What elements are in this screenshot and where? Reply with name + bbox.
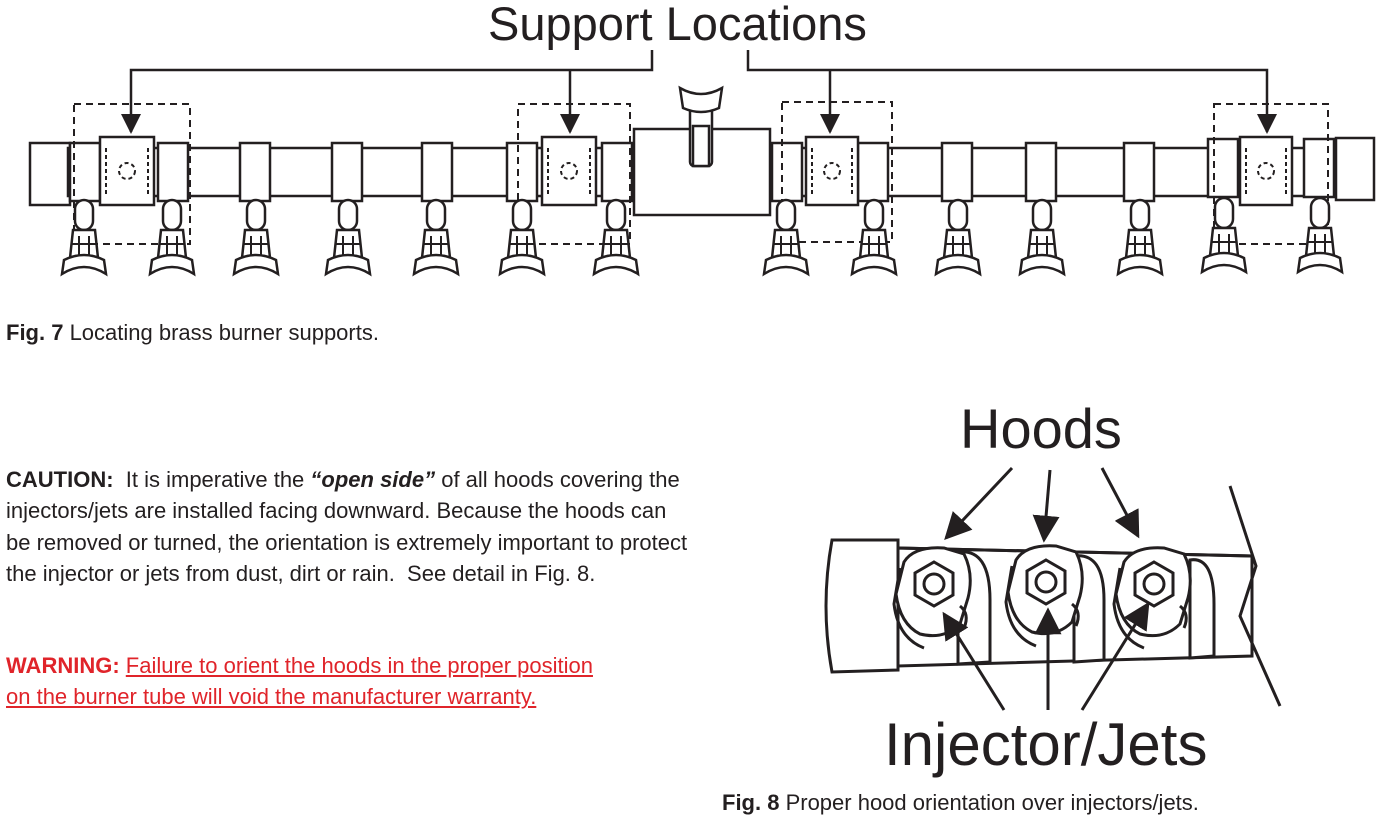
tube-end-right [1334,136,1376,202]
caution-text-1: It is imperative the [113,467,311,492]
tube-end-left [28,141,72,207]
warning-text: Failure to orient the hoods in the prope… [6,653,593,710]
warning-paragraph: WARNING: Failure to orient the hoods in … [6,650,618,713]
hoods-label: Hoods [960,397,1122,460]
burner-tube-diagram [28,50,1376,276]
fig7-caption-text: Locating brass burner supports. [63,320,379,345]
fig8-caption-label: Fig. 8 [722,790,780,815]
caution-emphasis: “open side” [310,467,436,492]
support-location-boxes [73,101,1329,245]
support-locations-label: Support Locations [488,0,867,50]
fig7-caption: Fig. 7 Locating brass burner supports. [6,320,379,346]
caution-text-2: of all hoods covering the injectors/jets… [6,467,694,586]
fig7-caption-label: Fig. 7 [6,320,64,345]
support-leader-lines [121,50,1277,134]
fig8-hoods [892,544,1192,650]
fig8-caption-text: Proper hood orientation over injectors/j… [779,790,1199,815]
caution-lead: CAUTION: [6,467,114,492]
warning-lead: WARNING: [6,653,120,678]
injector-jets-label: Injector/Jets [884,711,1208,778]
hoods-arrows [944,466,1140,543]
fig8-caption: Fig. 8 Proper hood orientation over inje… [722,790,1199,816]
caution-paragraph: CAUTION: It is imperative the “open side… [6,464,696,589]
center-valve [632,127,772,217]
jets-arrows [942,601,1150,711]
